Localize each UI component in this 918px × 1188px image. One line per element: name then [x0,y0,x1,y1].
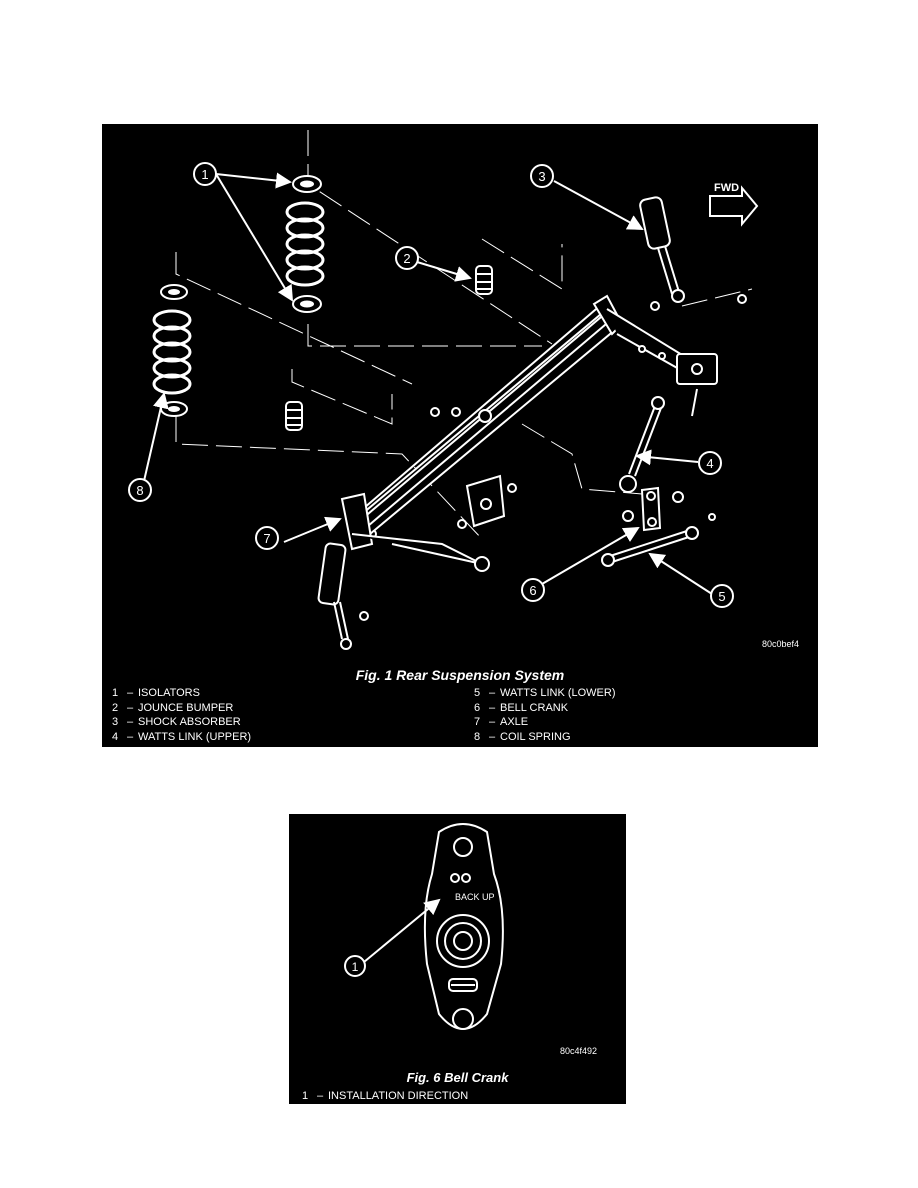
legend-item: 2–JOUNCE BUMPER [112,701,234,714]
fwd-label: FWD [714,182,739,194]
svg-text:7: 7 [263,531,270,546]
legend-item: 7–AXLE [474,716,529,728]
legend-item: 6–BELL CRANK [474,701,569,714]
callout-1: 1 [344,955,366,977]
isolator-left-upper [160,284,188,300]
watts-link-lower [601,526,699,567]
watts-link-upper [619,396,684,503]
isolator-lower [292,295,322,313]
bell-crank-body [423,823,504,1030]
legend-item: 1–INSTALLATION DIRECTION [302,1090,469,1102]
svg-text:5: 5 [718,589,725,604]
jounce-bumper-right [475,265,493,295]
mounting-bracket-center [430,407,517,529]
figure-bell-crank: BACK UP 1 80c4f492 Fig. 6 Bell Crank 1–I… [289,814,626,1104]
callout-3: 3 [530,164,554,188]
callout-2: 2 [395,246,419,270]
figure-code: 80c0bef4 [762,639,800,649]
coil-spring-right [285,201,325,287]
svg-text:1: 1 [352,960,359,974]
legend-item: 8–COIL SPRING [474,730,571,743]
svg-text:2: 2 [403,251,410,266]
svg-text:6: 6 [529,583,536,598]
back-up-marking: BACK UP [455,892,495,902]
figure-code: 80c4f492 [560,1046,598,1056]
jounce-bumper-left [285,401,303,431]
legend-left-column: 1–ISOLATORS 2–JOUNCE BUMPER 3–SHOCK ABSO… [112,686,251,744]
shock-absorber-left [317,529,377,650]
callout-8: 8 [128,478,152,502]
mounting-bracket-right [676,353,718,417]
svg-text:8: 8 [136,483,143,498]
isolator-upper [292,175,322,193]
svg-text:1: 1 [201,167,208,182]
legend: 1–INSTALLATION DIRECTION [302,1089,468,1104]
isolator-left-lower [160,401,188,417]
figure-title: Fig. 6 Bell Crank [406,1070,509,1085]
figure-title: Fig. 1 Rear Suspension System [355,667,565,683]
callout-4: 4 [698,451,722,475]
bell-crank-illustration: BACK UP 1 [344,823,504,1030]
callout-5: 5 [710,584,734,608]
callout-7: 7 [255,526,279,550]
legend-item: 4–WATTS LINK (UPPER) [112,730,252,743]
legend-item: 3–SHOCK ABSORBER [112,716,241,728]
callout-6: 6 [521,578,545,602]
callout-1: 1 [193,162,217,186]
figure-rear-suspension-system: FWD 1 2 3 [102,124,818,747]
callout-leader [363,898,441,963]
svg-text:4: 4 [706,456,713,471]
bell-crank [622,486,716,532]
legend-item: 1–ISOLATORS [112,687,200,699]
coil-spring-left [152,309,192,395]
shock-absorber-right [639,196,747,311]
legend-right-column: 5–WATTS LINK (LOWER) 6–BELL CRANK 7–AXLE… [474,686,616,744]
legend-item: 5–WATTS LINK (LOWER) [474,687,616,699]
rear-suspension-illustration: FWD 1 2 3 [128,130,759,650]
callout-markers: 1 2 3 4 5 6 7 [128,162,734,608]
svg-text:3: 3 [538,169,545,184]
assembly-leader-lines [175,130,753,540]
forward-direction-arrow: FWD [709,182,759,227]
callout-leaders [143,172,713,595]
